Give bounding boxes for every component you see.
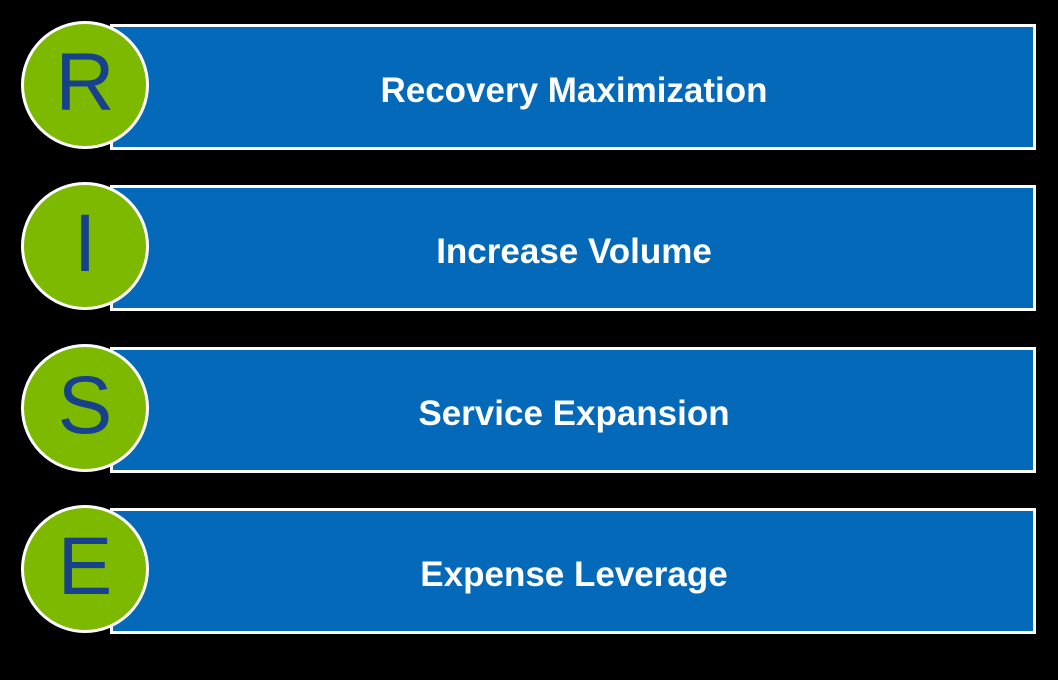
rise-badge-letter-e: E [57, 521, 113, 612]
rise-row-4[interactable]: Expense Leverage E [0, 505, 1058, 636]
rise-badge-r[interactable]: R [21, 21, 149, 149]
rise-bar-1[interactable]: Recovery Maximization [110, 24, 1036, 150]
rise-bar-label-2: Increase Volume [436, 231, 712, 271]
rise-row-1[interactable]: Recovery Maximization R [0, 21, 1058, 152]
rise-bar-label-3: Service Expansion [418, 393, 730, 433]
rise-bar-label-4: Expense Leverage [420, 554, 728, 594]
rise-badge-i[interactable]: I [21, 182, 149, 310]
rise-badge-letter-i: I [73, 198, 97, 289]
rise-row-2[interactable]: Increase Volume I [0, 182, 1058, 313]
rise-badge-e[interactable]: E [21, 505, 149, 633]
rise-row-3[interactable]: Service Expansion S [0, 344, 1058, 475]
rise-badge-letter-r: R [55, 37, 115, 128]
rise-bar-4[interactable]: Expense Leverage [110, 508, 1036, 634]
rise-bar-2[interactable]: Increase Volume [110, 185, 1036, 311]
rise-bar-label-1: Recovery Maximization [380, 70, 768, 110]
rise-badge-s[interactable]: S [21, 344, 149, 472]
rise-badge-letter-s: S [57, 360, 113, 451]
rise-bar-3[interactable]: Service Expansion [110, 347, 1036, 473]
